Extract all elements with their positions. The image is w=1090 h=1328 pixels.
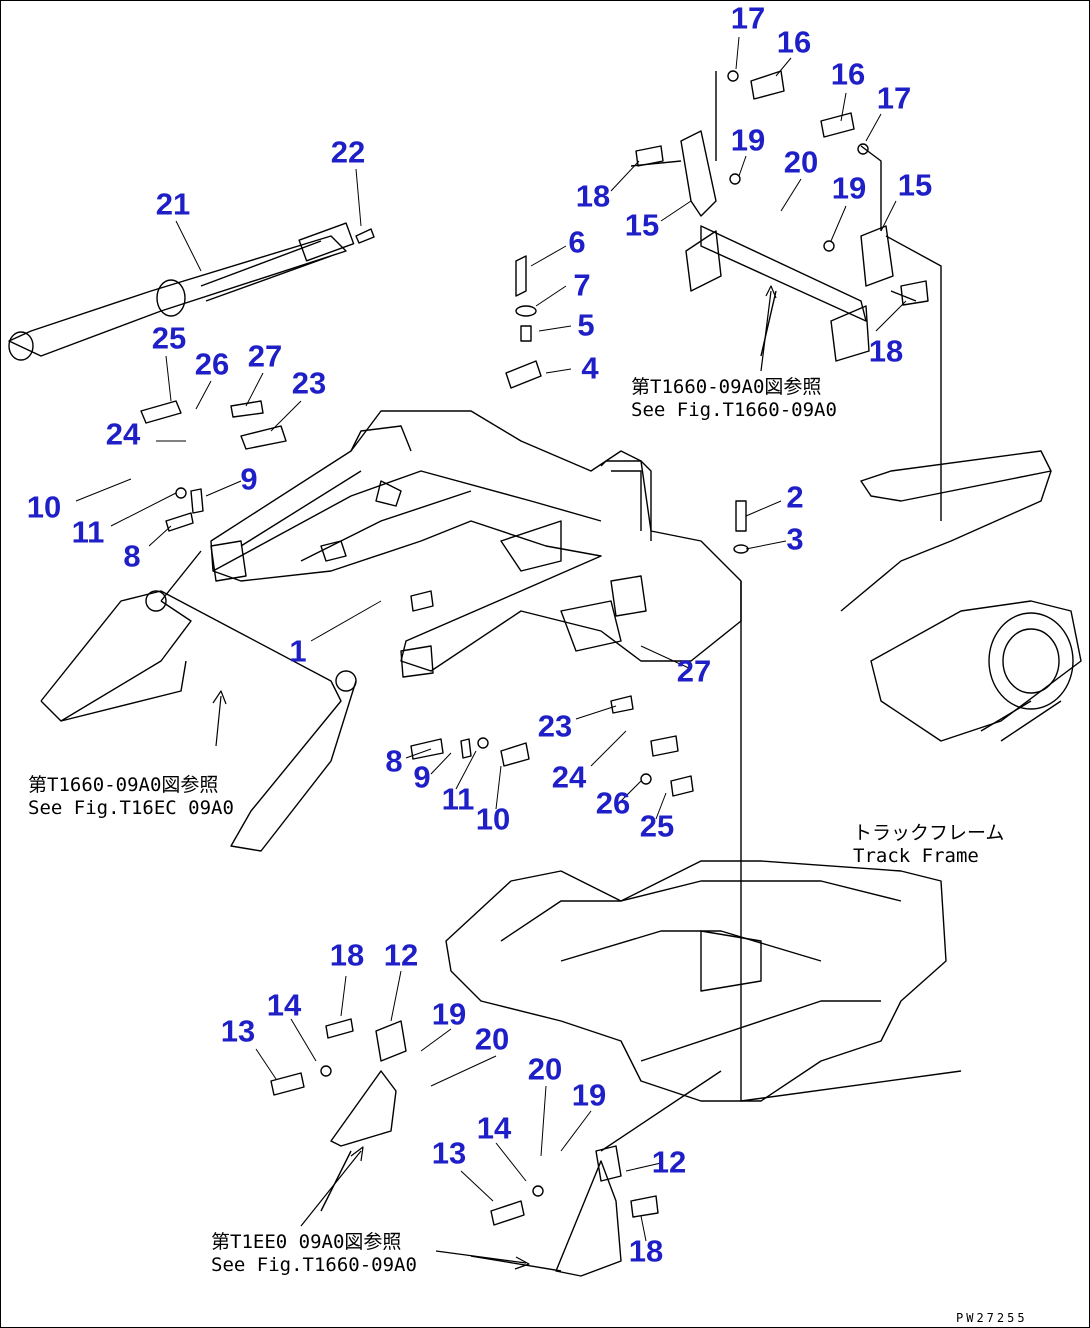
left-support-drawing [40,550,357,852]
callout-14-b: 14 [476,1110,512,1146]
bottom-brackets-drawing [320,1020,722,1277]
callout-25-b: 25 [639,808,675,844]
callout-19-c: 19 [431,996,467,1032]
reference-note-top-en: See Fig.T1660-09A0 [631,399,837,421]
reference-note-left-en: See Fig.T16EC 09A0 [28,797,234,819]
callout-9-a: 9 [240,461,258,497]
hydraulic-cylinder-drawing [8,222,375,361]
callout-18-b: 18 [868,333,904,369]
callout-18-d: 18 [628,1233,664,1269]
callout-23-a: 23 [291,365,327,401]
callout-27-b: 27 [676,653,712,689]
track-frame-label-jp: トラックフレーム [853,822,1005,844]
main-frame-drawing [210,410,742,678]
callout-15-a: 15 [624,207,660,243]
callout-20-a: 20 [783,144,819,180]
callout-14-a: 14 [266,987,302,1023]
callout-6: 6 [568,224,586,260]
callout-18-c: 18 [329,937,365,973]
reference-arrows [212,285,777,1270]
reference-note-left-jp: 第T1660-09A0図参照 [28,774,219,796]
callout-13-b: 13 [431,1135,467,1171]
reference-note-bottom-jp: 第T1EE0 09A0図参照 [211,1231,402,1253]
reference-note-left: 第T1660-09A0図参照 See Fig.T16EC 09A0 [28,774,234,820]
callout-21: 21 [155,186,191,222]
callout-27-a: 27 [247,338,283,374]
callout-12-a: 12 [383,937,419,973]
callout-20-b: 20 [474,1021,510,1057]
callout-11-a: 11 [71,514,105,550]
callout-12-b: 12 [651,1144,687,1180]
drawing-code: PW27255 [956,1311,1028,1325]
callout-10-a: 10 [26,489,62,525]
callout-20-c: 20 [527,1051,563,1087]
reference-note-bottom: 第T1EE0 09A0図参照 See Fig.T1660-09A0 [211,1231,417,1277]
callout-26-a: 26 [194,346,230,382]
callout-25-a: 25 [151,320,187,356]
callout-3: 3 [786,521,804,557]
callout-23-b: 23 [537,708,573,744]
callout-8-a: 8 [123,538,141,574]
callout-10-b: 10 [475,801,511,837]
pivot-shaft-drawing [630,71,942,521]
callout-1: 1 [289,633,307,669]
reference-note-bottom-en: See Fig.T1660-09A0 [211,1254,417,1276]
callout-5: 5 [577,307,595,343]
callout-19-d: 19 [571,1077,607,1113]
track-frame-bottom-drawing [445,581,962,1102]
callout-19-b: 19 [831,170,867,206]
track-frame-right-drawing [840,450,1082,742]
callout-13-a: 13 [220,1013,256,1049]
callout-19-a: 19 [730,122,766,158]
reference-note-top: 第T1660-09A0図参照 See Fig.T1660-09A0 [631,376,837,422]
reference-note-top-jp: 第T1660-09A0図参照 [631,376,822,398]
callout-24-a: 24 [105,416,141,452]
callout-22: 22 [330,134,366,170]
callout-17-a: 17 [730,0,766,36]
track-frame-label: トラックフレーム Track Frame [853,822,1004,868]
callout-7: 7 [573,267,591,303]
callout-8-b: 8 [385,743,403,779]
callout-9-b: 9 [413,759,431,795]
callout-16-a: 16 [776,24,812,60]
callout-2: 2 [786,479,804,515]
leader-lines [75,36,907,1242]
callout-24-b: 24 [551,759,587,795]
callout-4: 4 [581,350,599,386]
callout-26-b: 26 [595,785,631,821]
callout-15-b: 15 [897,167,933,203]
callout-11-b: 11 [441,781,475,817]
callout-18-a: 18 [575,178,611,214]
callout-17-b: 17 [876,80,912,116]
track-frame-label-en: Track Frame [853,845,979,867]
callout-16-b: 16 [830,56,866,92]
